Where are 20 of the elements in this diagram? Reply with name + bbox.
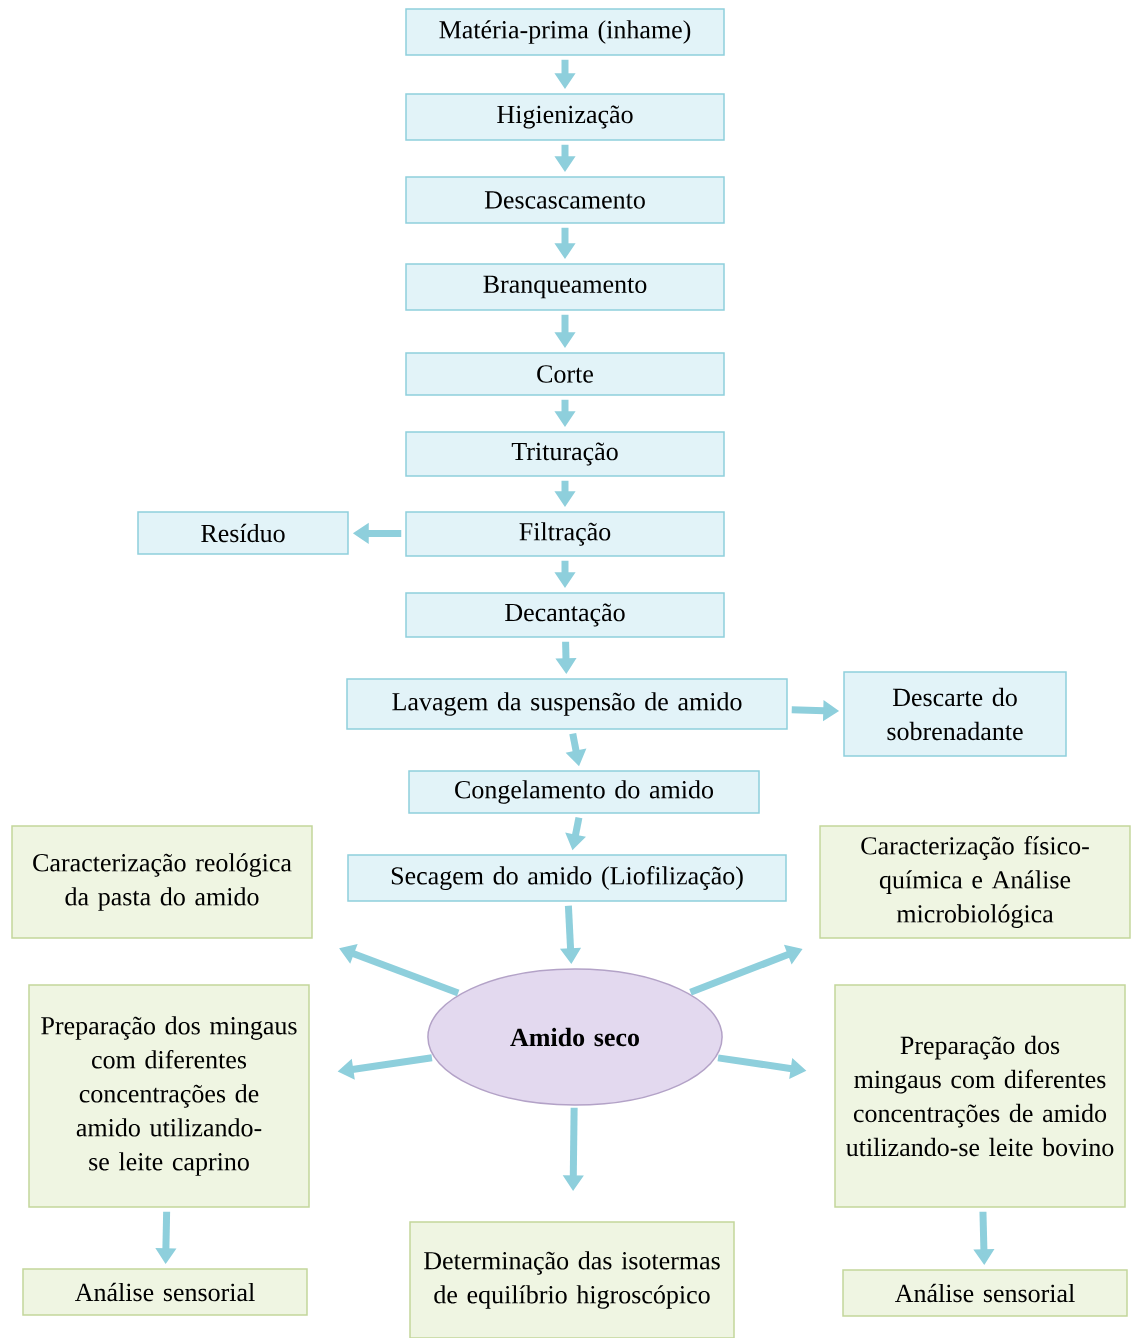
result-box: Caracterização físico- química e Análise microbiológica: [819, 825, 1131, 939]
result-box: Preparação dos mingaus com diferentes concentrações de amido utilizando-se leite caprino: [28, 984, 310, 1208]
process-box: Resíduo: [137, 511, 349, 555]
result-box: Caracterização reológica da pasta do amido: [11, 825, 313, 939]
process-box: Filtração: [405, 511, 725, 557]
process-box: Trituração: [405, 431, 725, 477]
process-box: Branqueamento: [405, 263, 725, 311]
process-box: Higienização: [405, 93, 725, 141]
process-box: Descascamento: [405, 176, 725, 224]
result-box: Análise sensorial: [22, 1268, 308, 1316]
result-box: Preparação dos mingaus com diferentes concentrações de amido utilizando-se leite bovino: [834, 984, 1126, 1208]
result-box: Determinação das isotermas de equilíbrio higroscópico: [409, 1221, 735, 1338]
process-box: Secagem do amido (Liofilização): [347, 854, 787, 902]
process-box: Lavagem da suspensão de amido: [346, 678, 788, 730]
process-box: Matéria-prima (inhame): [405, 8, 725, 56]
process-box: Corte: [405, 352, 725, 396]
process-box: Congelamento do amido: [408, 770, 760, 814]
process-box: Descarte do sobrenadante: [843, 671, 1067, 757]
process-box: Decantação: [405, 592, 725, 638]
result-box: Análise sensorial: [842, 1269, 1128, 1317]
